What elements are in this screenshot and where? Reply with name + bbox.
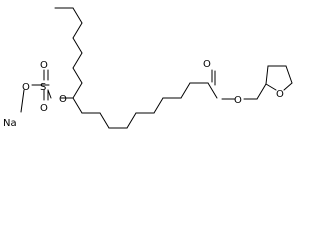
ester-linkage [221, 83, 267, 100]
chemical-structure: Na O S O O O O O O [3, 7, 293, 129]
sodium-atom-label: Na [3, 118, 17, 129]
tetrahydrofuran-ring [265, 65, 293, 91]
sulfonyl-oxygen-lower-label: O [40, 103, 48, 114]
sulfate-oxygen-label: O [22, 82, 30, 93]
sulfate-group [20, 69, 74, 113]
octyl-chain [54, 7, 83, 114]
ester-oxygen-link-label: O [59, 94, 67, 105]
sulfonyl-oxygen-upper-label: O [40, 60, 48, 71]
carbonyl-oxygen-label: O [203, 59, 211, 70]
ester-oxygen-label: O [234, 95, 242, 106]
sulfur-atom-label: S [40, 82, 46, 93]
decanoate-backbone [81, 82, 218, 129]
carbonyl-double-bond [211, 69, 216, 86]
ring-oxygen-label: O [276, 89, 284, 100]
